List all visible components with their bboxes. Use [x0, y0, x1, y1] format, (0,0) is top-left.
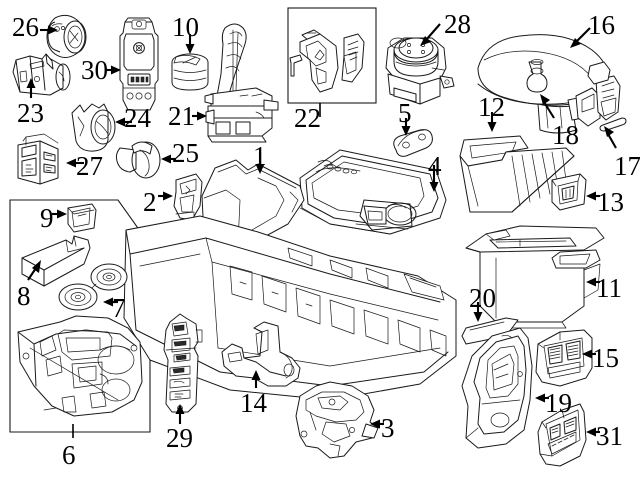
callout-21: 21: [168, 101, 195, 131]
part-9-small-holder: [67, 203, 97, 233]
part-29-switch-strip: [163, 313, 203, 413]
callout-3: 3: [381, 413, 395, 443]
callout-20: 20: [469, 283, 496, 313]
part-3-support-bracket: [295, 381, 379, 459]
part-23-power-outlet: [12, 53, 71, 96]
callout-24: 24: [124, 103, 151, 133]
part-31-rear-climate-panel: [537, 403, 587, 467]
part-6-console-base-carrier: [17, 315, 143, 417]
part-12-tray-liner: [459, 135, 575, 213]
part-26-lighter-socket: [46, 14, 87, 58]
part-22-bracket-kit: [289, 29, 365, 93]
callout-30: 30: [81, 55, 108, 85]
part-28-idrive-controller: [385, 37, 455, 105]
part-14-air-duct: [221, 321, 301, 387]
part-30-switch-unit: [119, 17, 159, 111]
part-27-memory-switch: [17, 133, 59, 185]
callout-19: 19: [545, 388, 572, 418]
callout-7: 7: [112, 293, 126, 323]
callout-6: 6: [62, 440, 76, 470]
part-19-rear-trim-frame: [461, 327, 533, 449]
callout-26: 26: [12, 12, 39, 42]
part-17-hinge-rod: [599, 117, 627, 132]
part-18-pivot-pin: [526, 59, 548, 93]
callout-11: 11: [596, 273, 622, 303]
callout-15: 15: [592, 343, 619, 373]
part-21-gear-shifter: [204, 23, 279, 143]
part-7-cupholder-rings: [58, 263, 128, 311]
callout-28: 28: [444, 9, 471, 39]
part-13-small-vent: [551, 173, 587, 211]
callout-12: 12: [478, 92, 505, 122]
callout-17: 17: [614, 151, 640, 181]
callout-29: 29: [166, 423, 193, 453]
part-15-rear-vent: [535, 329, 593, 387]
part-4-upper-console-trim: [299, 149, 447, 235]
part-5-latch-plate: [393, 129, 433, 157]
part-2-clip-bracket: [173, 173, 203, 221]
leader-lines: [26, 23, 617, 438]
callout-25: 25: [172, 138, 199, 168]
callout-1: 1: [253, 141, 267, 171]
callout-22: 22: [294, 103, 321, 133]
part-10-ashtray-cup: [171, 53, 209, 91]
callout-8: 8: [17, 281, 31, 311]
callout-2: 2: [143, 187, 157, 217]
callout-13: 13: [597, 187, 624, 217]
callout-10: 10: [172, 12, 199, 42]
part-11-storage-bin: [465, 225, 605, 329]
callout-4: 4: [428, 151, 442, 181]
callout-23: 23: [17, 98, 44, 128]
part-8-cover-lid: [21, 235, 91, 287]
part-25-cap-knob: [115, 141, 161, 179]
part-24-bezel-ring: [71, 103, 116, 152]
callout-14: 14: [240, 388, 267, 418]
callout-9: 9: [40, 203, 54, 233]
inset-box-22: [287, 7, 377, 104]
callout-5: 5: [398, 98, 412, 128]
callout-16: 16: [588, 10, 615, 40]
callout-27: 27: [76, 151, 103, 181]
callout-31: 31: [596, 421, 623, 451]
callout-18: 18: [552, 120, 579, 150]
